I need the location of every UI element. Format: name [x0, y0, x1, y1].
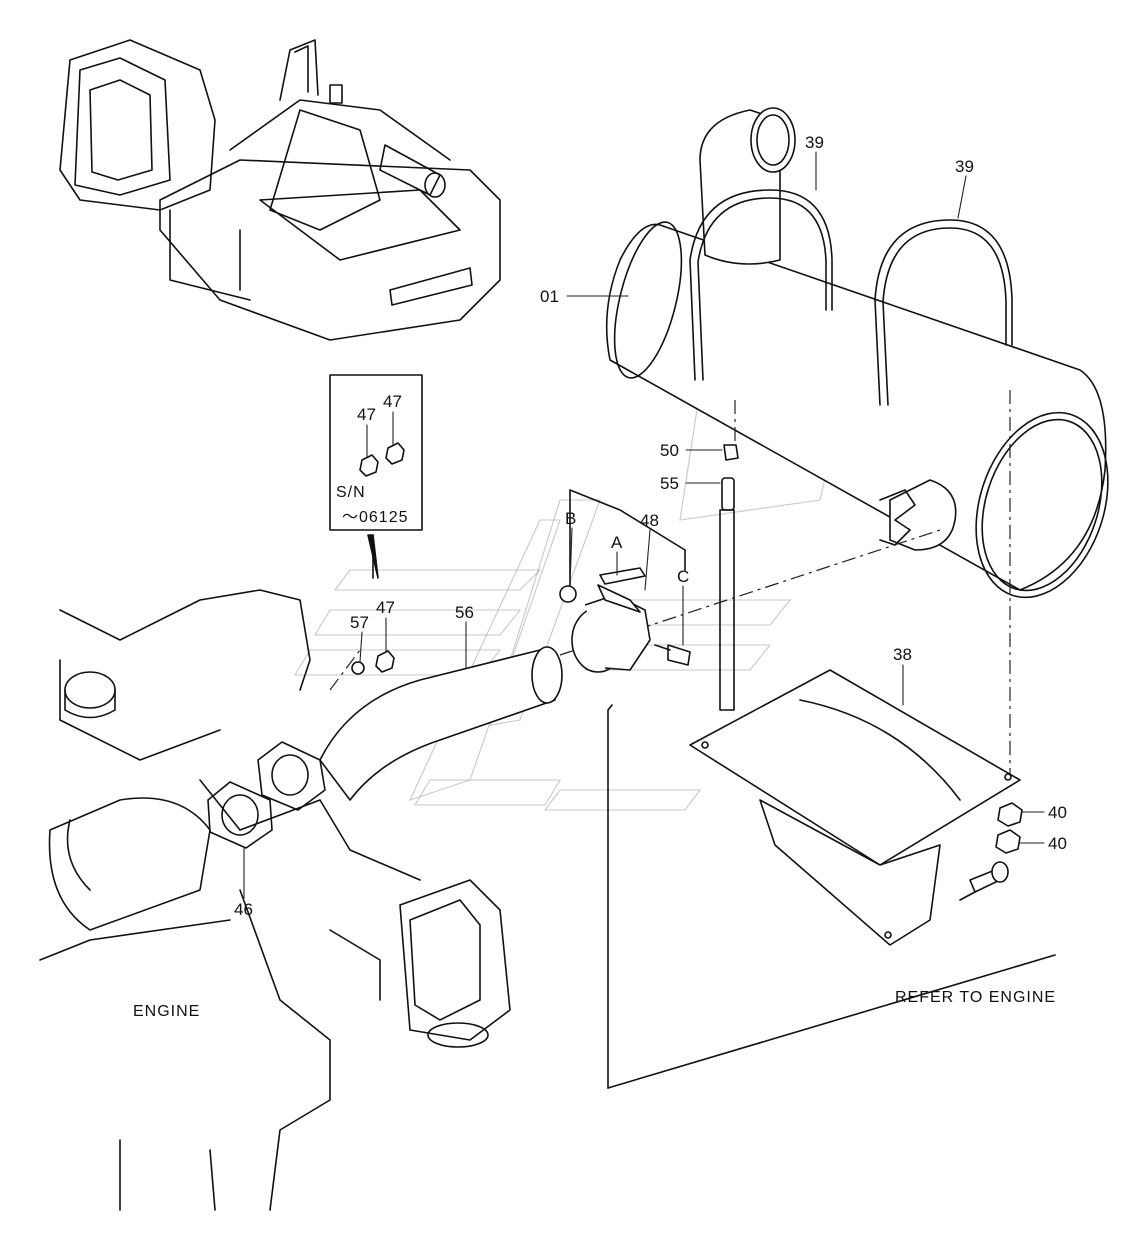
callout-40: 40	[1048, 803, 1067, 822]
callout-47: 47	[376, 598, 395, 617]
muffler	[605, 107, 1109, 599]
callout-labels: 01 39 39 50 55 48 B A C 38 40 40 47 47 4…	[133, 133, 1067, 1020]
callout-55: 55	[660, 474, 679, 493]
callout-47: 47	[357, 405, 376, 424]
muffler-bracket	[689, 669, 1021, 946]
callout-56: 56	[455, 603, 474, 622]
leader-lines	[243, 151, 1056, 1089]
callout-b: B	[565, 509, 576, 528]
callout-46: 46	[234, 900, 253, 919]
serial-inset	[329, 374, 423, 579]
pipe-clamp	[559, 489, 691, 673]
callout-c: C	[677, 567, 689, 586]
callout-48: 48	[640, 511, 659, 530]
serial-number-range: ～06125	[342, 509, 409, 526]
callout-47: 47	[383, 392, 402, 411]
excavator-locator-illustration	[59, 39, 501, 341]
serial-number-label: S/N	[336, 484, 366, 501]
callout-39: 39	[955, 157, 974, 176]
callout-50: 50	[660, 441, 679, 460]
nuts-40	[995, 802, 1023, 854]
drain-tube	[719, 444, 739, 711]
u-bolts	[689, 189, 1013, 406]
callout-a: A	[611, 533, 623, 552]
callout-57: 57	[350, 613, 369, 632]
callout-40: 40	[1048, 834, 1067, 853]
engine-outline	[39, 589, 511, 1211]
engine-note: ENGINE	[133, 1003, 200, 1020]
refer-to-engine-note: REFER TO ENGINE	[895, 989, 1056, 1006]
exhaust-pipe	[207, 646, 563, 849]
callout-38: 38	[893, 645, 912, 664]
callout-39: 39	[805, 133, 824, 152]
callout-01: 01	[540, 287, 559, 306]
